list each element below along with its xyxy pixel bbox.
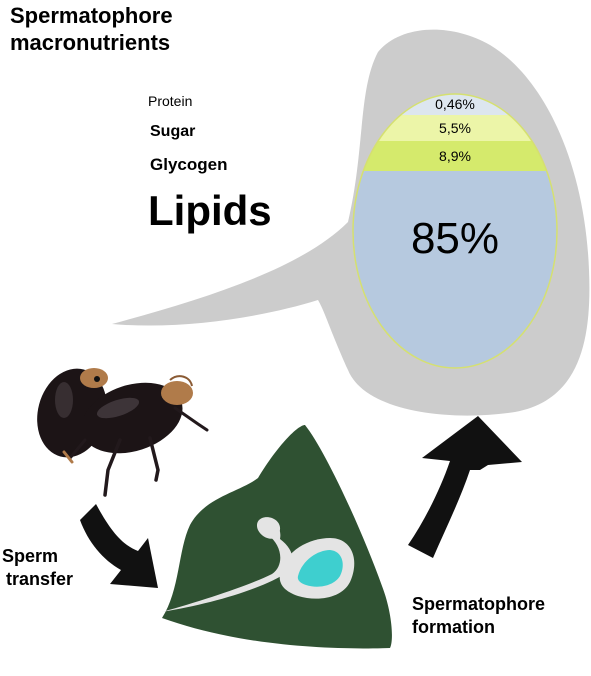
label-glycogen: Glycogen <box>150 155 228 174</box>
figure-title: Spermatophore macronutrients <box>10 2 173 56</box>
spermatophore-content <box>297 550 343 587</box>
label-protein: Protein <box>148 93 193 109</box>
spermatophore-formation-arrow <box>408 416 522 558</box>
beetle-pair-image <box>37 368 209 497</box>
figure-title-line-2: macronutrients <box>10 30 171 55</box>
sperm-transfer-line-2: transfer <box>6 569 74 589</box>
composition-value-labels: 0,46% 5,5% 8,9% 85% <box>411 96 499 263</box>
label-sugar: Sugar <box>150 123 196 140</box>
beetle-male-body <box>81 382 183 454</box>
beetle-male-head <box>161 381 193 405</box>
sperm-transfer-arrow <box>80 504 158 588</box>
figure-title-line-1: Spermatophore <box>10 3 173 28</box>
label-spermatophore-formation: Spermatophore formation <box>412 593 545 639</box>
sperm-transfer-line-1: Sperm <box>2 546 59 566</box>
label-sperm-transfer: Sperm transfer <box>2 545 73 591</box>
value-label-lipids: 85% <box>411 214 499 263</box>
formation-line-2: formation <box>412 617 495 637</box>
value-label-glycogen: 8,9% <box>439 148 471 164</box>
value-label-sugar: 5,5% <box>439 120 471 136</box>
value-label-protein: 0,46% <box>435 96 475 112</box>
band-glycogen <box>353 141 557 171</box>
beetle-female-head <box>80 368 108 388</box>
label-lipids: Lipids <box>148 187 272 234</box>
formation-line-1: Spermatophore <box>412 594 546 614</box>
composition-oval-outline <box>352 93 558 369</box>
